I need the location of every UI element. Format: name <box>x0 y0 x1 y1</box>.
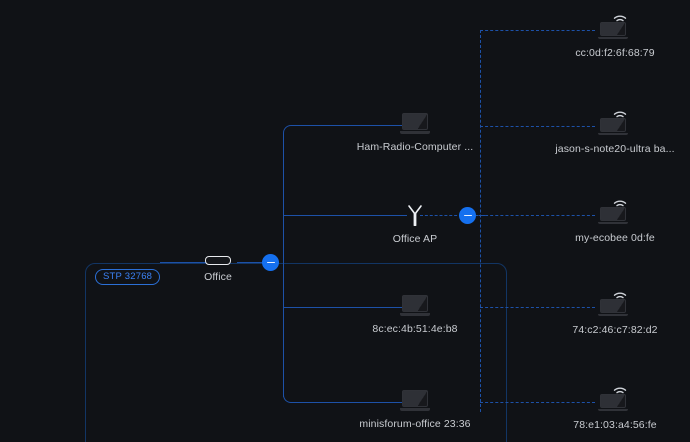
node-label-minisforum: minisforum-office 23:36 <box>359 418 471 430</box>
node-wireless-74c2[interactable]: 74:c2:46:c7:82:d2 <box>535 292 690 336</box>
collapse-toggle-switch[interactable] <box>262 254 279 271</box>
stp-badge: STP 32768 <box>95 269 161 285</box>
laptop-icon <box>400 390 430 412</box>
wireless-trunk <box>480 30 481 412</box>
edge-to-wireless-cc0d <box>480 30 595 31</box>
trunk-upper <box>283 135 284 263</box>
edge-to-wireless-78e1 <box>480 402 595 403</box>
node-client-ham-radio[interactable]: Ham-Radio-Computer ... <box>335 113 495 153</box>
wifi-device-icon <box>598 111 632 137</box>
edge-uplink-to-switch <box>160 262 210 263</box>
edge-ap-to-toggle <box>420 215 462 216</box>
node-label-ham-radio: Ham-Radio-Computer ... <box>356 141 474 153</box>
wifi-device-icon <box>598 200 632 226</box>
node-label-wireless-jason: jason-s-note20-ultra ba... <box>555 143 675 155</box>
edge-to-client-8cec <box>283 307 405 308</box>
site-group-box <box>85 263 507 442</box>
laptop-icon <box>400 295 430 317</box>
node-wireless-78e1[interactable]: 78:e1:03:a4:56:fe <box>535 387 690 431</box>
node-client-8cec[interactable]: 8c:ec:4b:51:4e:b8 <box>335 295 495 335</box>
node-label-switch: Office <box>204 271 232 283</box>
trunk-upper-corner <box>283 125 298 138</box>
edge-to-office-ap <box>283 215 407 216</box>
node-wireless-jason[interactable]: jason-s-note20-ultra ba... <box>535 111 690 155</box>
trunk-lower <box>283 262 284 397</box>
collapse-toggle-access-point[interactable] <box>459 207 476 224</box>
node-wireless-cc0d[interactable]: cc:0d:f2:6f:68:79 <box>535 15 690 59</box>
wifi-device-icon <box>598 15 632 41</box>
switch-icon <box>205 256 231 265</box>
edge-to-wireless-74c2 <box>480 307 595 308</box>
node-label-wireless-cc0d: cc:0d:f2:6f:68:79 <box>575 47 655 59</box>
node-label-access-point: Office AP <box>392 233 438 245</box>
minus-icon <box>463 214 472 217</box>
minus-icon <box>266 261 275 264</box>
wifi-device-icon <box>598 387 632 413</box>
wifi-device-icon <box>598 292 632 318</box>
node-access-point[interactable]: Office AP <box>335 203 495 245</box>
laptop-icon <box>400 113 430 135</box>
node-switch-office[interactable]: Office <box>138 256 298 283</box>
antenna-icon <box>405 203 425 227</box>
edge-to-client-minisforum <box>295 402 405 403</box>
edge-to-wireless-ecobee <box>480 215 595 216</box>
edge-to-wireless-jason <box>480 126 595 127</box>
trunk-lower-corner <box>283 390 298 403</box>
node-label-8cec: 8c:ec:4b:51:4e:b8 <box>372 323 458 335</box>
edge-switch-to-toggle <box>237 262 265 263</box>
node-label-wireless-ecobee: my-ecobee 0d:fe <box>575 232 655 244</box>
node-wireless-ecobee[interactable]: my-ecobee 0d:fe <box>535 200 690 244</box>
node-label-wireless-78e1: 78:e1:03:a4:56:fe <box>573 419 657 431</box>
node-client-minisforum[interactable]: minisforum-office 23:36 <box>335 390 495 430</box>
node-label-wireless-74c2: 74:c2:46:c7:82:d2 <box>572 324 658 336</box>
edge-to-ham-radio <box>295 125 405 126</box>
